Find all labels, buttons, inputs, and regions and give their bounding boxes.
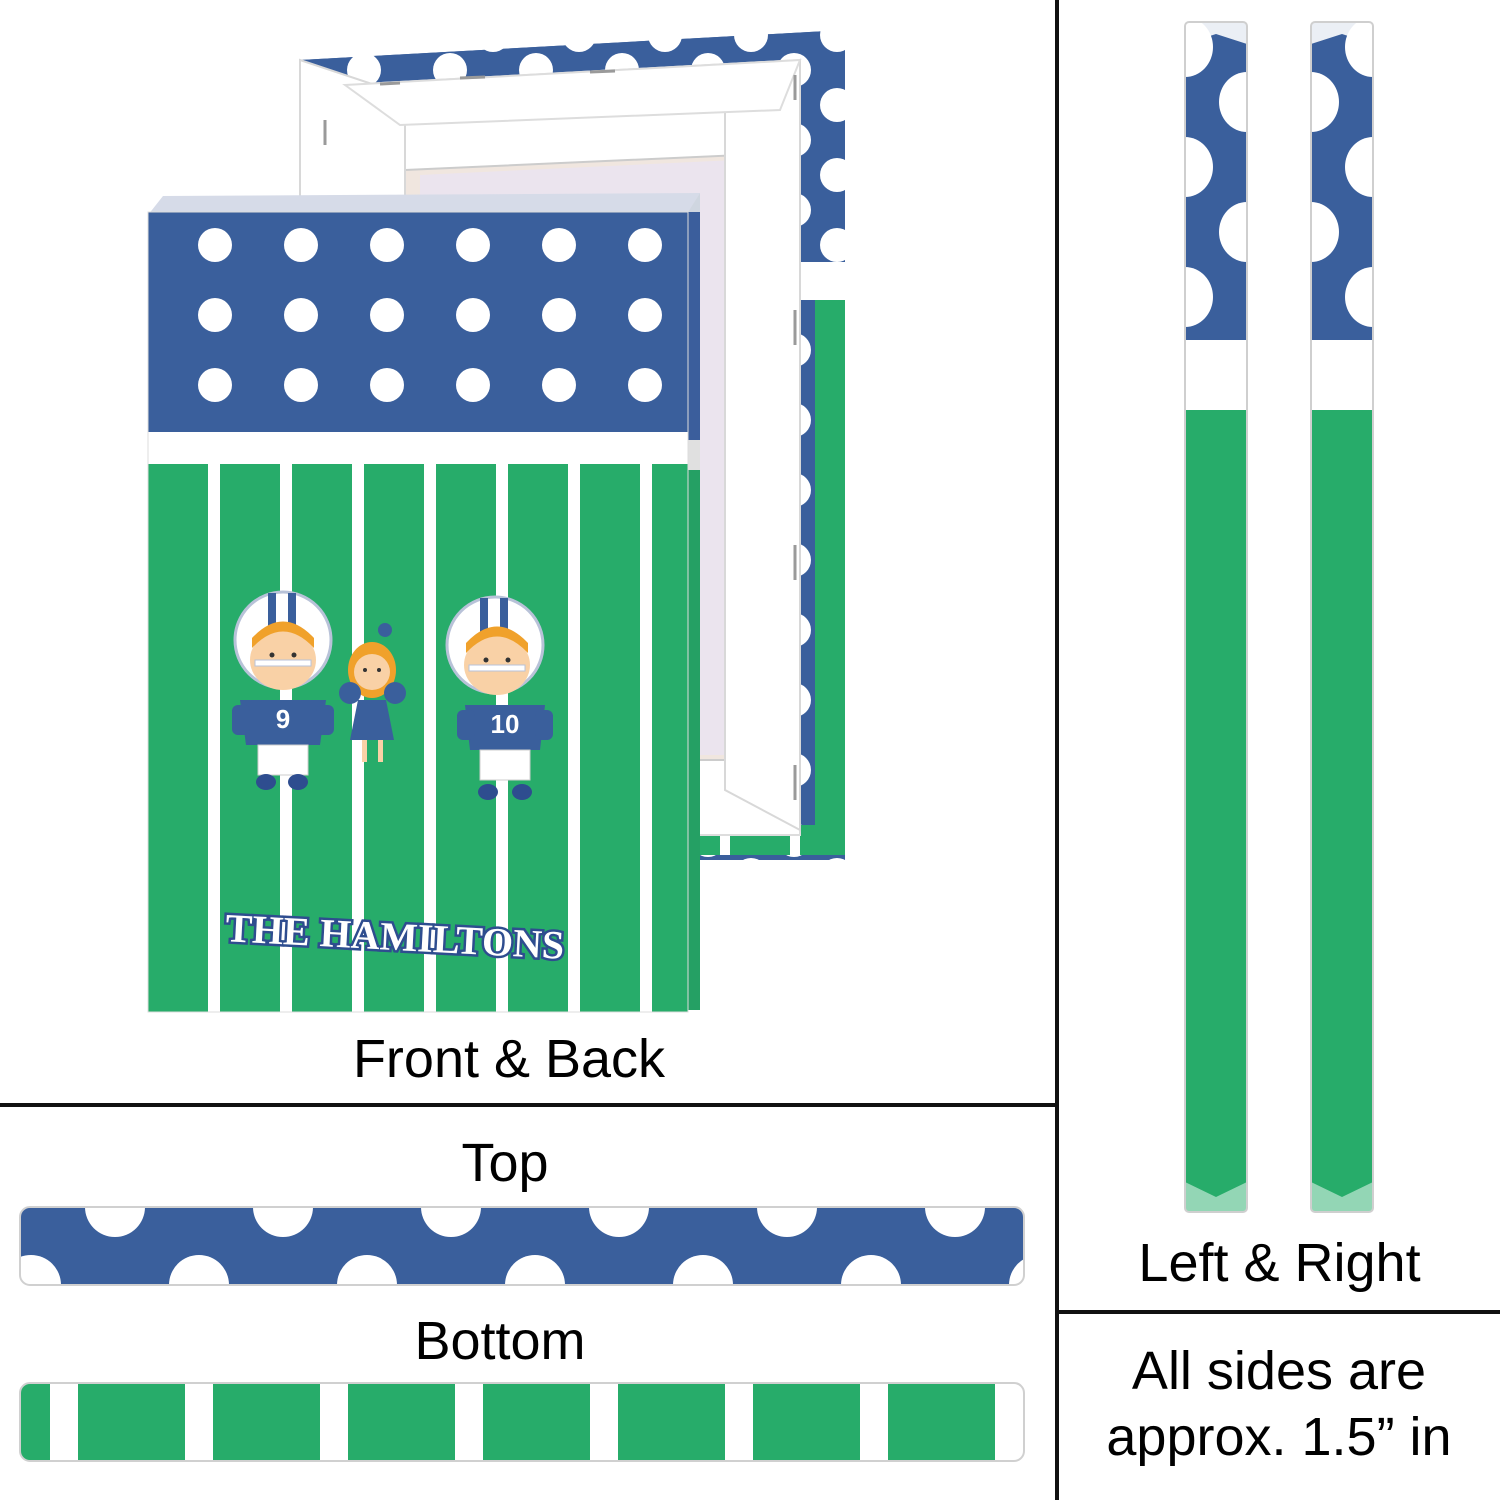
vertical-divider bbox=[1055, 0, 1059, 1500]
canvas-mockup: 9 bbox=[147, 30, 845, 1013]
top-label: Top bbox=[461, 1133, 549, 1193]
top-bottom-panel: Top Bottom bbox=[0, 1107, 1055, 1500]
player2-number: 10 bbox=[491, 709, 520, 739]
left-right-panel: Left & Right bbox=[1059, 0, 1500, 1310]
staples bbox=[323, 69, 797, 800]
front-of-canvas bbox=[147, 193, 700, 1013]
right-horizontal-divider bbox=[1057, 1310, 1500, 1314]
note-panel: All sides are approx. 1.5” in bbox=[1059, 1314, 1500, 1500]
bottom-label: Bottom bbox=[414, 1311, 586, 1371]
top-strip bbox=[19, 1206, 1025, 1286]
right-strip bbox=[1310, 21, 1374, 1213]
cheerleader bbox=[339, 623, 406, 762]
football-player-9: 9 bbox=[232, 590, 334, 790]
left-strip bbox=[1184, 21, 1248, 1213]
left-horizontal-divider bbox=[0, 1103, 1057, 1107]
sides-size-note: All sides are approx. 1.5” in bbox=[1106, 1341, 1452, 1467]
front-back-label: Front & Back bbox=[352, 1029, 666, 1089]
bottom-strip bbox=[19, 1382, 1025, 1462]
left-right-label: Left & Right bbox=[1138, 1233, 1421, 1293]
front-back-panel: 9 bbox=[147, 30, 845, 1089]
player1-number: 9 bbox=[276, 704, 290, 734]
football-player-10: 10 bbox=[445, 595, 553, 800]
